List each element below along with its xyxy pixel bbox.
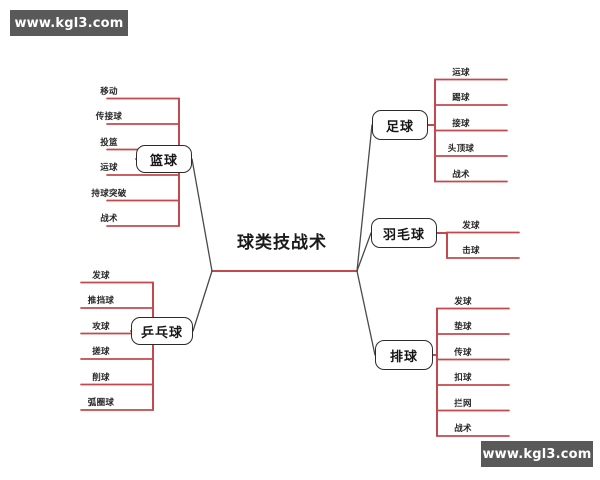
leaf-label-volleyball-1[interactable]: 发球 <box>454 296 472 307</box>
branch-node-label: 羽毛球 <box>382 227 425 243</box>
leaf-label-soccer-4[interactable]: 头顶球 <box>447 144 475 154</box>
leaf-label-soccer-3[interactable]: 接球 <box>452 118 470 129</box>
leaf-label-tabletennis-2[interactable]: 推挡球 <box>87 296 115 306</box>
leaf-label-badminton-2[interactable]: 击球 <box>462 246 480 256</box>
branch-node-label: 篮球 <box>149 153 178 169</box>
leaf-label-tabletennis-4[interactable]: 搓球 <box>92 347 110 357</box>
leaf-label-basketball-1[interactable]: 移动 <box>100 86 118 97</box>
leaf-label-volleyball-3[interactable]: 传球 <box>454 347 472 358</box>
branch-node-volleyball[interactable]: 排球 <box>375 340 433 370</box>
branch-node-label: 乒乓球 <box>140 325 183 341</box>
leaf-label-basketball-2[interactable]: 传接球 <box>95 112 123 122</box>
leaf-label-soccer-2[interactable]: 踢球 <box>452 93 470 103</box>
leaf-label-basketball-3[interactable]: 投篮 <box>100 137 118 148</box>
leaf-label-basketball-6[interactable]: 战术 <box>100 214 118 224</box>
watermark-top: www.kgl3.com <box>10 10 128 36</box>
leaf-label-volleyball-2[interactable]: 垫球 <box>454 322 472 332</box>
leaf-label-volleyball-5[interactable]: 拦网 <box>454 398 472 409</box>
branch-node-soccer[interactable]: 足球 <box>372 110 428 140</box>
leaf-label-tabletennis-1[interactable]: 发球 <box>92 270 110 281</box>
leaf-label-tabletennis-6[interactable]: 弧圈球 <box>87 398 115 408</box>
leaf-label-volleyball-6[interactable]: 战术 <box>454 424 472 434</box>
leaf-label-basketball-4[interactable]: 运球 <box>100 163 118 173</box>
branch-node-badminton[interactable]: 羽毛球 <box>371 218 437 248</box>
branch-node-basketball[interactable]: 篮球 <box>136 145 192 173</box>
leaf-label-basketball-5[interactable]: 持球突破 <box>91 188 127 199</box>
leaf-label-soccer-5[interactable]: 战术 <box>452 169 470 180</box>
leaf-label-volleyball-4[interactable]: 扣球 <box>454 373 472 383</box>
branch-node-label: 排球 <box>389 349 418 365</box>
watermark-bottom: www.kgl3.com <box>481 441 593 467</box>
branch-node-tabletennis[interactable]: 乒乓球 <box>131 317 193 345</box>
leaf-label-soccer-1[interactable]: 运球 <box>452 67 470 78</box>
leaf-label-tabletennis-3[interactable]: 攻球 <box>92 321 110 332</box>
branch-node-label: 足球 <box>385 119 414 135</box>
leaf-label-tabletennis-5[interactable]: 削球 <box>92 372 110 383</box>
center-topic-label: 球类技战术 <box>237 233 327 253</box>
leaf-label-badminton-1[interactable]: 发球 <box>462 220 480 231</box>
